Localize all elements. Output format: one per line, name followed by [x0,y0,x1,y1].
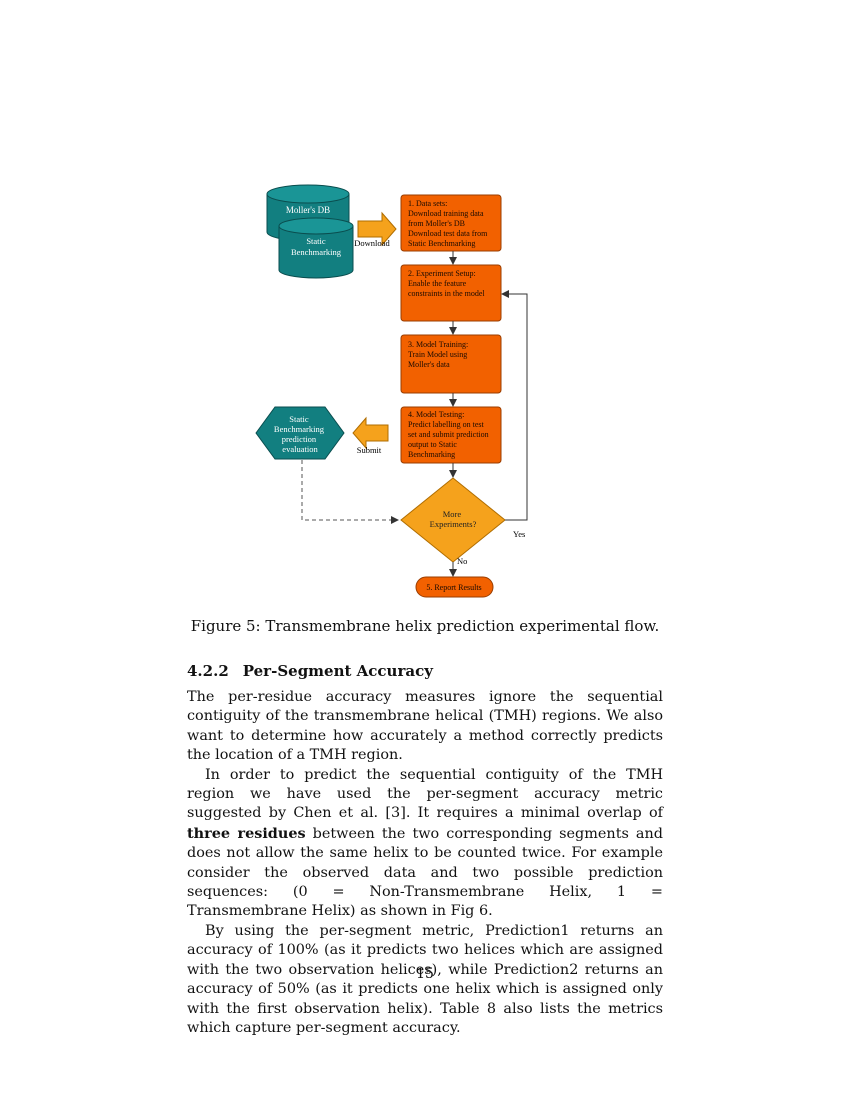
report-results-label: 5. Report Results [426,583,481,592]
flowchart-diagram: Moller's DB Static Benchmarking Download… [255,184,528,598]
paragraph-2-part-a: In order to predict the sequential conti… [187,766,663,822]
step-2-text: 2. Experiment Setup: Enable the feature … [408,269,485,298]
step-4-line: output to Static [408,440,457,449]
submit-label: Submit [357,445,382,455]
decision-line: Experiments? [430,519,477,529]
figure-caption: Figure 5: Transmembrane helix prediction… [190,617,660,635]
report-results-terminal [415,576,494,598]
yes-loop-connector [501,290,528,521]
step-1-box [400,194,502,252]
step-1-line: Download training data [408,209,484,218]
paragraph-1: The per-residue accuracy measures ignore… [187,689,663,764]
step-3-box [400,334,502,394]
step-1-line: from Moller's DB [408,219,465,228]
step-2-line: 2. Experiment Setup: [408,269,476,278]
evaluation-line: Static [289,414,309,424]
section-heading: 4.2.2 Per-Segment Accuracy [187,662,433,680]
db-bottom-label-1: Static [306,236,326,246]
step-3-text: 3. Model Training: Train Model using Mol… [408,340,470,369]
paragraph-3: By using the per-segment metric, Predict… [187,922,663,1036]
step-1-text: 1. Data sets: Download training data fro… [408,199,489,248]
step-4-line: Predict labelling on test [408,420,485,429]
section-title: Per-Segment Accuracy [242,662,433,680]
paragraph-2-bold: three residues [187,824,306,842]
flowchart-figure: Moller's DB Static Benchmarking Download… [255,184,528,598]
step-4-box [400,406,502,464]
download-label: Download [354,238,390,248]
step-1-line: Download test data from [408,229,488,238]
paragraph-2-part-b: between the two corresponding segments a… [187,825,663,920]
page-number: 15 [416,966,434,982]
section-number: 4.2.2 [187,662,229,680]
step-4-line: Benchmarking [408,450,455,459]
submit-arrow [352,416,389,450]
step-1-line: Static Benchmarking [408,239,475,248]
step-4-text: 4. Model Testing: Predict labelling on t… [408,410,491,459]
paragraph-2: In order to predict the sequential conti… [187,766,663,922]
evaluation-line: Benchmarking [274,424,325,434]
yes-label: Yes [513,529,525,539]
step-2-line: constraints in the model [408,289,485,298]
decision-text: More Experiments? [430,509,477,529]
step-3-line: 3. Model Training: [408,340,468,349]
dashed-evaluation-connector [301,460,399,524]
step-3-line: Moller's data [408,360,450,369]
db-top-label: Moller's DB [286,205,330,215]
step-1-line: 1. Data sets: [408,199,447,208]
step-4-line: set and submit prediction [408,430,489,439]
evaluation-text: Static Benchmarking prediction evaluatio… [274,414,326,454]
db-static-cylinder: Static Benchmarking [278,217,354,279]
db-bottom-label-2: Benchmarking [291,247,342,257]
body-text: The per-residue accuracy measures ignore… [187,688,663,1038]
download-arrow [357,211,397,247]
no-label: No [457,556,467,566]
evaluation-line: prediction [282,434,317,444]
step-4-line: 4. Model Testing: [408,410,464,419]
evaluation-line: evaluation [282,444,318,454]
decision-line: More [443,509,462,519]
step-2-line: Enable the feature [408,279,467,288]
step-3-line: Train Model using [408,350,467,359]
evaluation-hexagon [255,406,345,460]
